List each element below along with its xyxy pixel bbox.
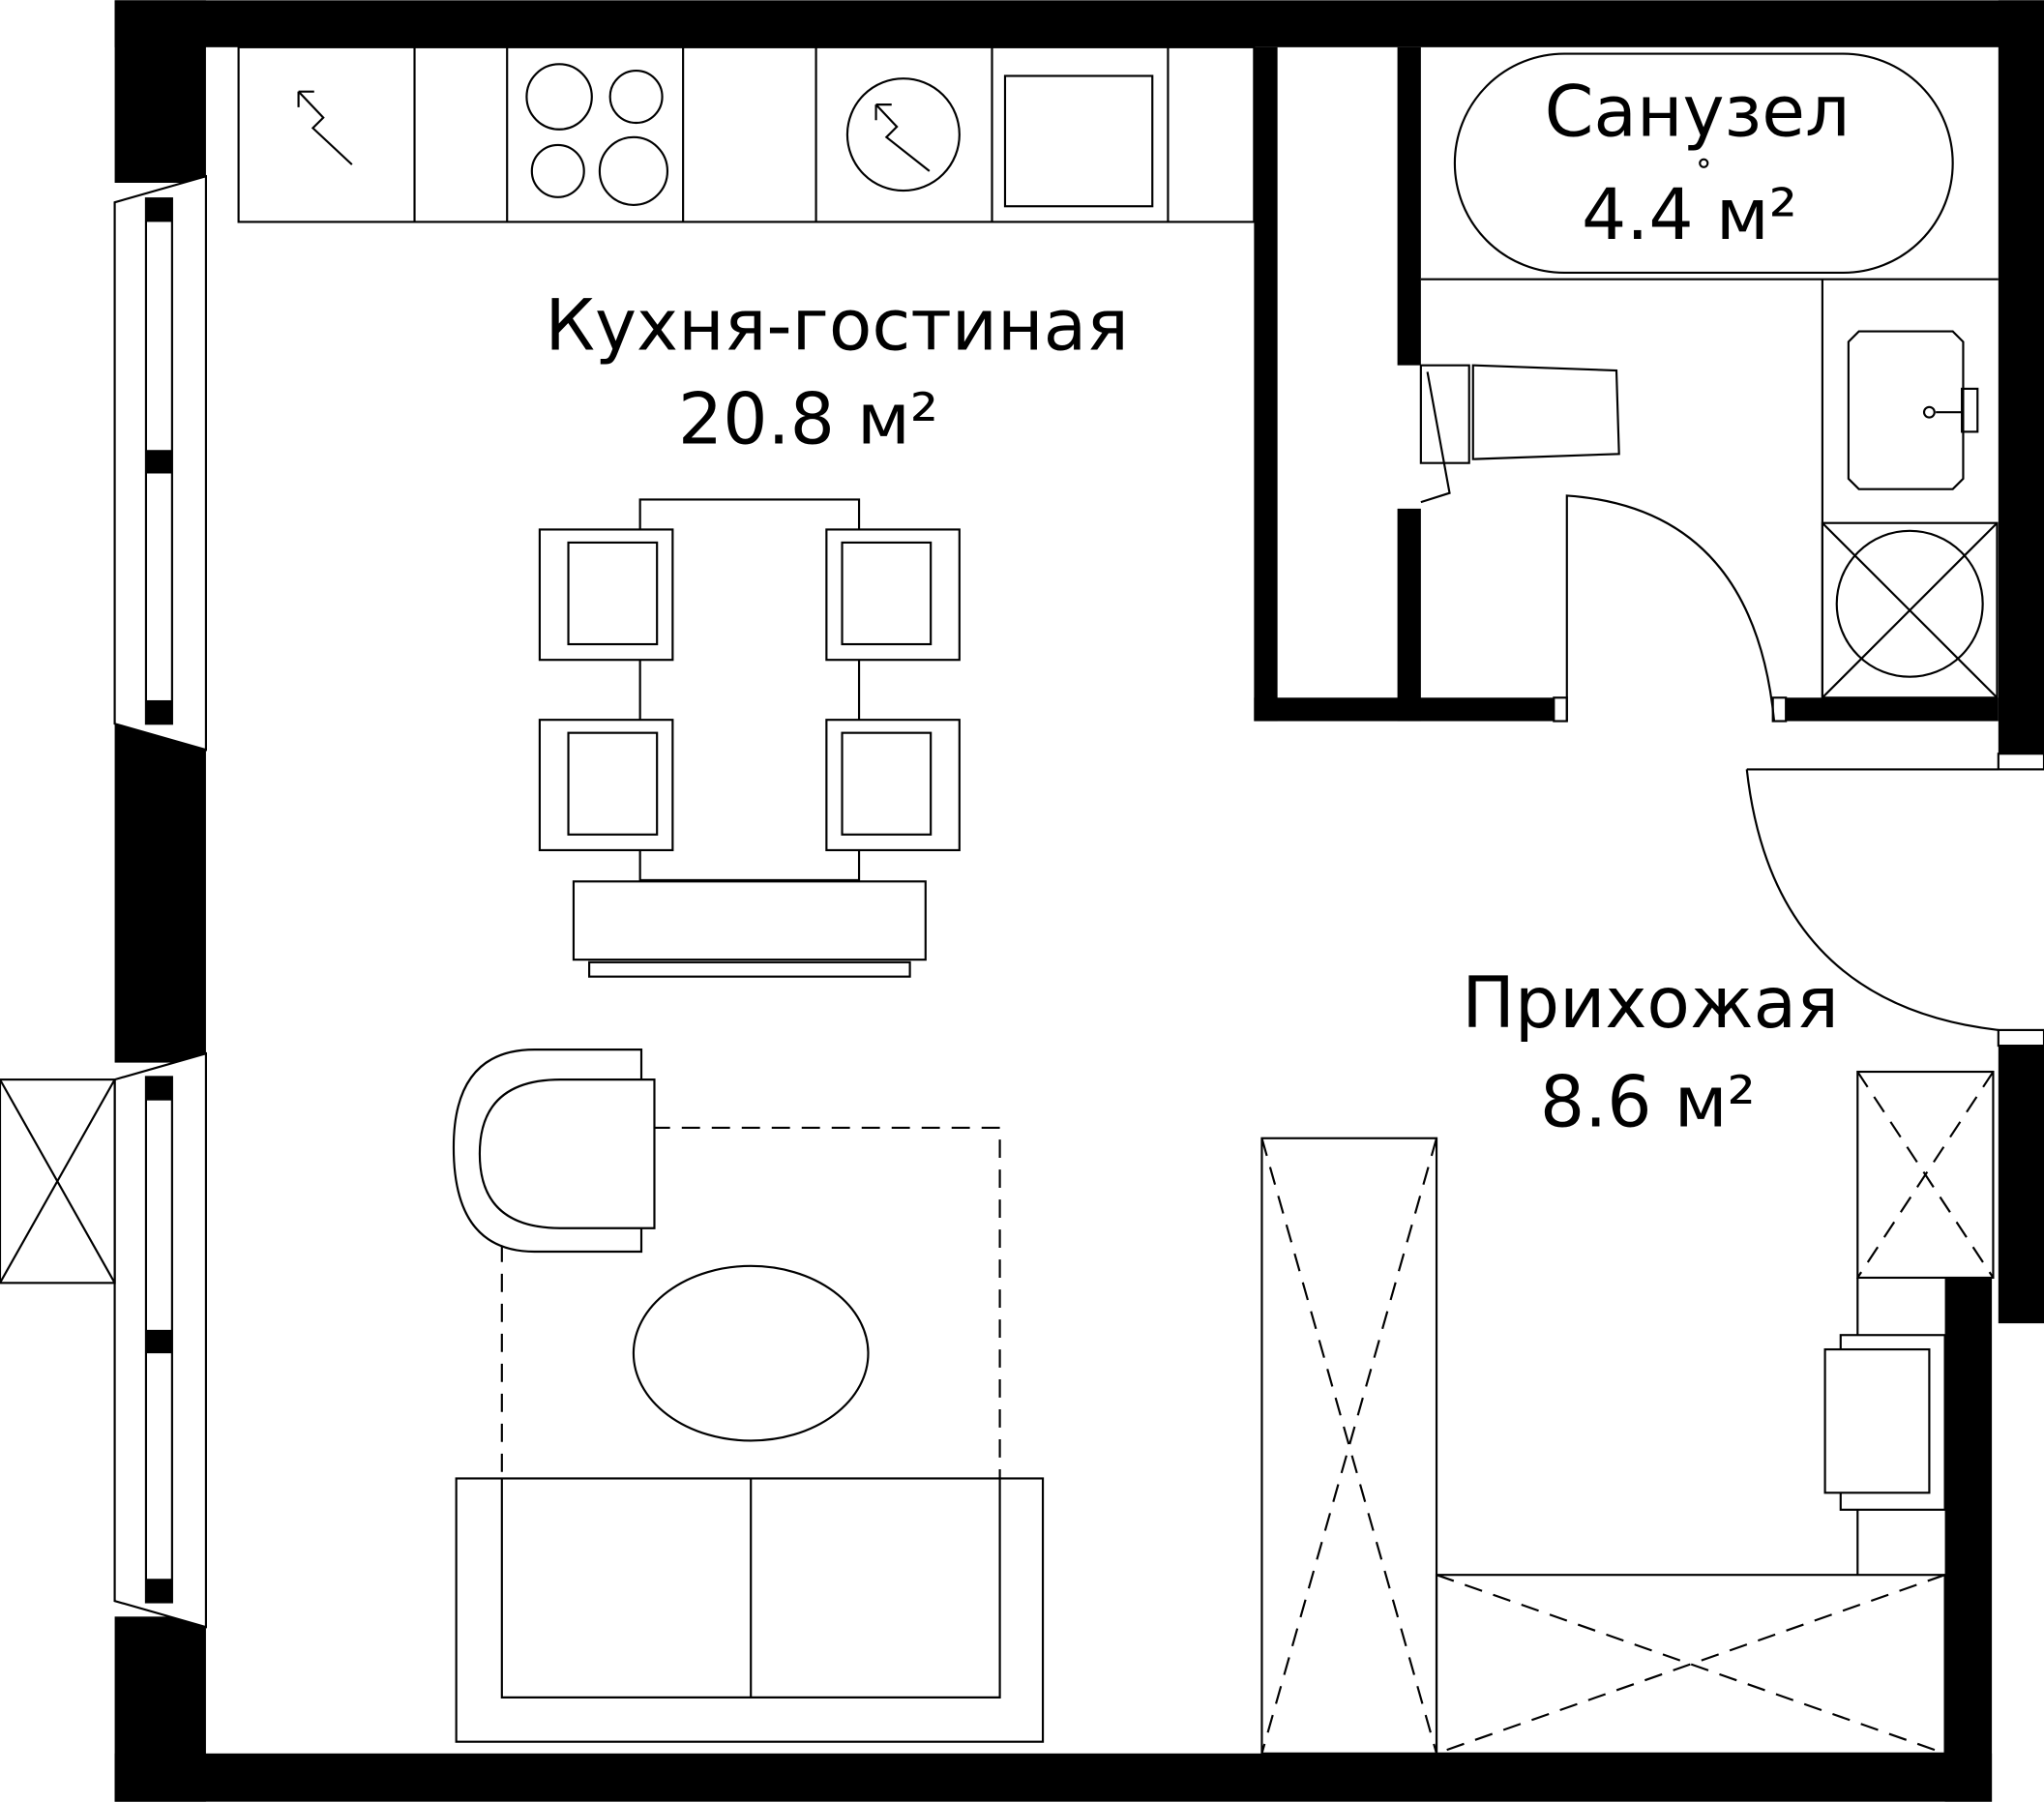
room-name-kitchen-living: Кухня-гостиная [545, 284, 1129, 367]
stove-icon [525, 63, 669, 206]
living-area [452, 1049, 1045, 1743]
hallway-furniture [1260, 768, 1999, 1755]
window-upper [113, 174, 207, 752]
room-name-hallway: Прихожая [1462, 962, 1839, 1045]
window-lower [113, 1051, 207, 1629]
kitchen-counter [237, 45, 1256, 223]
entrance-door [1745, 768, 1999, 1031]
room-name-bathroom: Санузел [1545, 71, 1851, 153]
balcony-vent [0, 1078, 116, 1285]
room-area-bathroom: 4.4 м² [1582, 174, 1797, 256]
bathroom-fixtures [1419, 52, 1999, 722]
room-area-hallway: 8.6 м² [1540, 1062, 1756, 1144]
exterior-walls [114, 0, 2044, 1802]
sofa [455, 1477, 1045, 1743]
room-area-kitchen-living: 20.8 м² [678, 379, 938, 461]
bathroom-walls [1254, 46, 2044, 1048]
sink-icon [1003, 74, 1154, 208]
washbasin [1847, 330, 1979, 490]
bathtub [1453, 52, 1954, 275]
dining-set [538, 498, 961, 978]
fridge-icon [297, 90, 353, 165]
washer [1821, 521, 1999, 699]
toilet [1419, 364, 1620, 504]
bathroom-door [1565, 494, 1776, 722]
coffee-table [632, 1264, 870, 1442]
washing-machine-icon [845, 77, 961, 192]
